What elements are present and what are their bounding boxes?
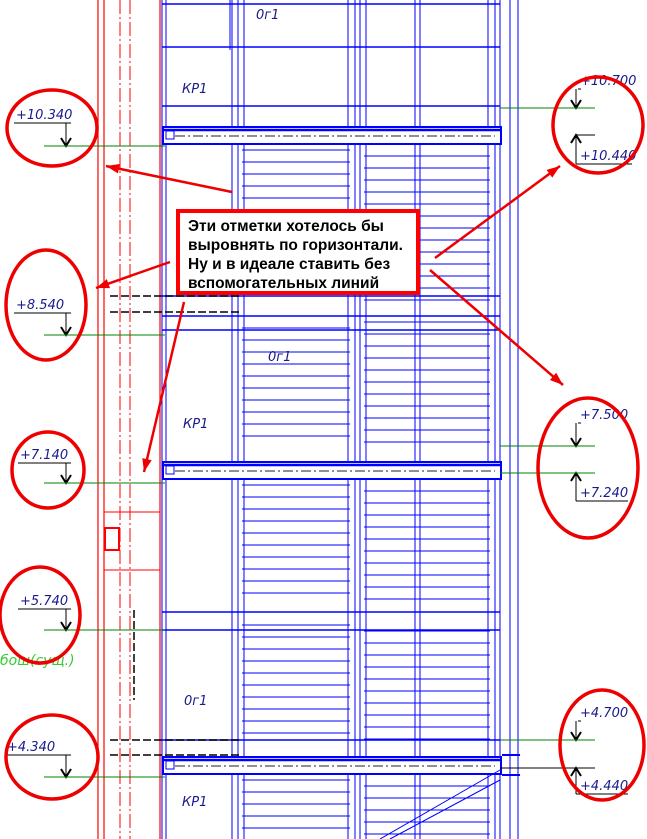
markup-arrow — [142, 301, 186, 473]
markup-arrowhead — [106, 163, 120, 174]
markup-circle — [0, 565, 82, 665]
elevation-right: +4.700 — [580, 706, 628, 721]
girder-label: 0г1 — [268, 350, 291, 365]
frame-structure — [97, 0, 520, 839]
markup-arrow — [434, 164, 561, 260]
markup-arrow — [429, 269, 564, 386]
beam-end — [165, 130, 175, 140]
elevation-left: +8.540 — [16, 298, 64, 313]
girder-label: 0г1 — [184, 694, 207, 709]
beam-label: КР1 — [183, 417, 208, 432]
elevation-right: +10.440 — [580, 149, 636, 164]
markup-arrowhead — [96, 279, 110, 289]
elevation-right: +7.240 — [580, 486, 628, 501]
markup-arrowhead — [549, 372, 563, 385]
brace — [379, 769, 501, 839]
markup-circle — [4, 713, 100, 801]
elevation-left: +10.340 — [16, 108, 72, 123]
beam-end — [165, 465, 175, 475]
markup-circle — [10, 430, 86, 510]
elevation-right: +4.440 — [580, 779, 628, 794]
markup-arrow — [105, 164, 233, 194]
markup-arrowhead — [142, 458, 152, 472]
beam-label: КР1 — [182, 82, 207, 97]
girder-label: 0г1 — [256, 8, 279, 23]
elevation-left: +7.140 — [20, 448, 68, 463]
beam-end — [165, 760, 175, 770]
elevation-left: +4.340 — [7, 740, 55, 755]
markup-circle — [558, 688, 646, 802]
markup-circle — [551, 75, 645, 175]
comment-callout: Эти отметки хотелось бы выровнять по гор… — [176, 209, 420, 295]
markup-arrowhead — [546, 166, 560, 178]
elevation-left: +5.740 — [20, 594, 68, 609]
markup-circle — [4, 248, 88, 362]
red-markup — [0, 75, 646, 802]
markup-circle — [536, 396, 640, 540]
axis-marker — [104, 527, 120, 551]
brace — [389, 779, 501, 839]
markup-circle — [5, 88, 99, 168]
beam-label: КР1 — [182, 795, 207, 810]
elevation-marks: +10.340 +8.540 +7.140 +5.740 +4.340 +10.… — [5, 74, 636, 795]
